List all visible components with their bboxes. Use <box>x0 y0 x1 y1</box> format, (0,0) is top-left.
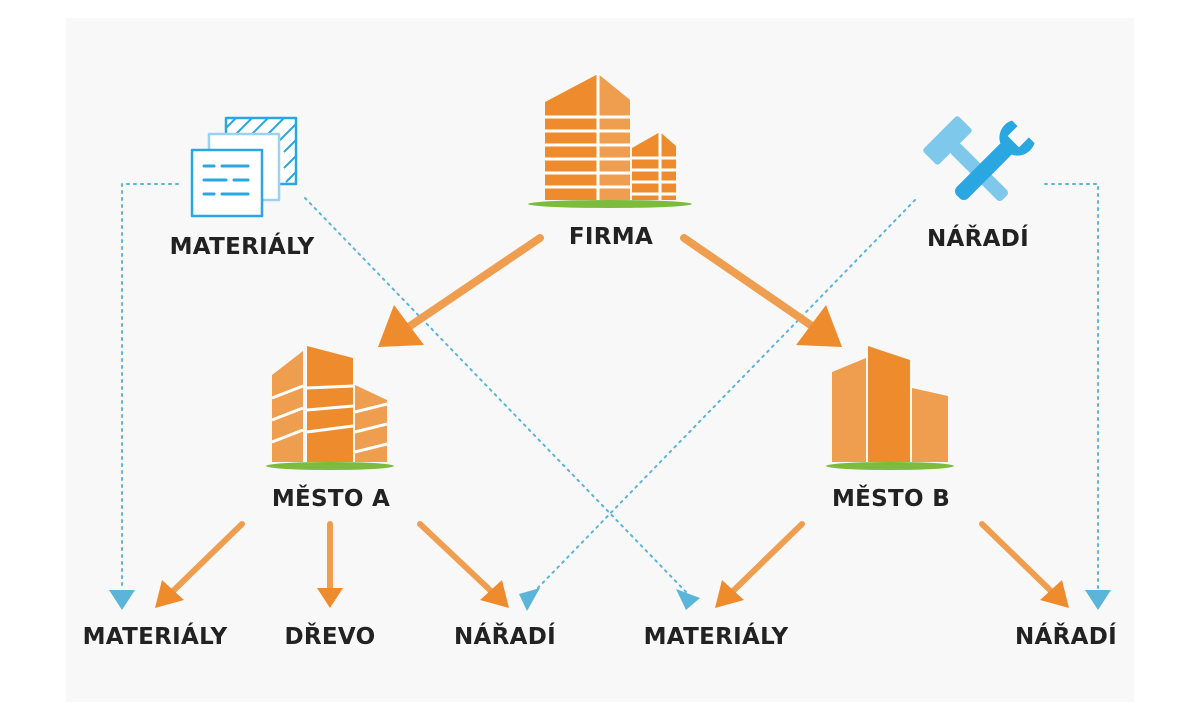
arrowhead-out-3 <box>519 588 540 611</box>
dotted-connectors <box>121 183 1099 597</box>
documents-stack-icon <box>190 116 298 218</box>
arrow-mesto-a-to-out-3 <box>417 521 509 608</box>
output-drevo: DŘEVO <box>284 624 376 650</box>
arrow-firma-to-mesto-a <box>378 234 544 347</box>
firma-label: FIRMA <box>568 224 654 250</box>
office-towers-icon <box>528 74 692 208</box>
materialy-source-label: MATERIÁLY <box>169 234 315 260</box>
mesto-b-label: MĚSTO B <box>831 486 951 512</box>
connector-materialy-to-out-1 <box>121 183 179 591</box>
arrow-mesto-a-to-out-1 <box>155 521 245 608</box>
output-naradi-2: NÁŘADÍ <box>1014 624 1118 650</box>
orange-arrows <box>155 234 1069 608</box>
arrow-firma-to-mesto-b <box>680 234 842 347</box>
output-naradi-1: NÁŘADÍ <box>453 624 557 650</box>
arrow-mesto-b-to-out-5 <box>979 521 1069 608</box>
arrow-mesto-a-to-out-2 <box>317 521 343 608</box>
arrowhead-out-4 <box>676 589 700 610</box>
city-towers-icon <box>826 346 954 470</box>
arrowhead-out-1 <box>109 590 135 610</box>
naradi-source-label: NÁŘADÍ <box>926 226 1030 252</box>
blue-arrowheads <box>109 588 1111 611</box>
arrowhead-out-5 <box>1085 590 1111 610</box>
output-materialy-2: MATERIÁLY <box>643 624 789 650</box>
connector-materialy-to-out-4 <box>304 197 689 595</box>
connector-naradi-to-out-5 <box>1044 183 1099 591</box>
output-materialy-1: MATERIÁLY <box>82 624 228 650</box>
mesto-a-label: MĚSTO A <box>271 486 391 512</box>
hammer-wrench-icon <box>923 116 1035 201</box>
arrow-mesto-b-to-out-4 <box>715 521 805 608</box>
city-buildings-icon <box>266 346 394 470</box>
connector-naradi-to-out-3 <box>529 199 916 597</box>
